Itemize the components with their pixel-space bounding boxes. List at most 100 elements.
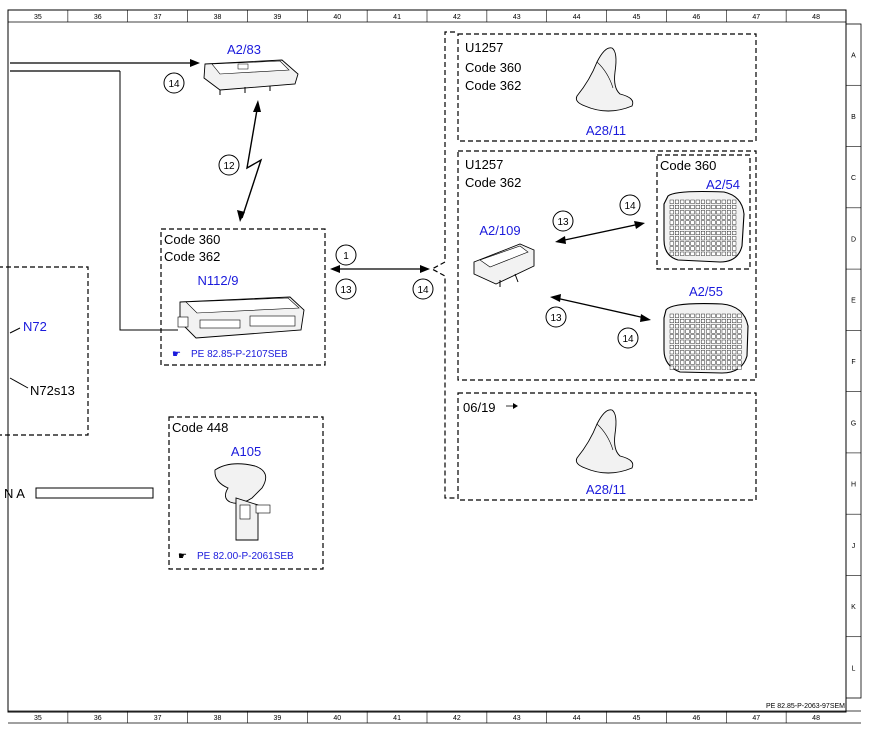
n112-reference-link[interactable]: PE 82.85-P-2107SEB (191, 349, 288, 360)
connector-pin (680, 251, 685, 256)
connector-pin (716, 360, 721, 365)
connector-pin (727, 324, 732, 329)
u1257-top-code-360: Code 360 (465, 60, 521, 75)
connector-pin (680, 324, 685, 329)
connector-pin (727, 339, 732, 344)
connector-pin (721, 246, 726, 251)
connector-pin (701, 246, 706, 251)
a2-83-module-icon (203, 59, 299, 95)
connector-pin (695, 241, 700, 246)
connector-pin (669, 324, 674, 329)
connector-pin (732, 324, 737, 329)
connector-pin (680, 215, 685, 220)
connector-pin (701, 220, 706, 225)
connector-pin (716, 199, 721, 204)
circle-14 (617, 327, 639, 349)
a2-54-module-icon (663, 190, 745, 263)
connector-pin (701, 236, 706, 241)
connector-pin (737, 329, 742, 334)
connector-pin (732, 241, 737, 246)
connector-pin (675, 210, 680, 215)
connector-pin (706, 225, 711, 230)
connector-pin (690, 210, 695, 215)
column-label: 45 (633, 14, 641, 21)
connector-pin (721, 220, 726, 225)
connector-pin (732, 345, 737, 350)
connector-pin (695, 360, 700, 365)
connector-pin (701, 345, 706, 350)
document-code: PE 82.85-P-2063-97SEM (766, 703, 845, 710)
a105-code-448: Code 448 (172, 420, 228, 435)
connector-pin (711, 241, 716, 246)
connector-pin (716, 220, 721, 225)
column-label: 41 (393, 715, 401, 722)
connector-pin (716, 215, 721, 220)
connector-pin (711, 319, 716, 324)
connector-pin (669, 230, 674, 235)
date-label: 06/19 (463, 400, 496, 415)
connector-pin (711, 324, 716, 329)
connector-pin (706, 199, 711, 204)
connector-pin (727, 215, 732, 220)
row-label: G (851, 420, 856, 427)
a105-label: A105 (231, 444, 261, 459)
connector-pin (690, 220, 695, 225)
connector-pin (690, 319, 695, 324)
connector-pin (685, 339, 690, 344)
bottom-variant-box (457, 392, 757, 501)
connector-pin (669, 329, 674, 334)
connector-pin (695, 225, 700, 230)
connector-pin (685, 199, 690, 204)
column-label: 36 (94, 715, 102, 722)
connector-pin (716, 339, 721, 344)
connector-pin (701, 360, 706, 365)
connector-pin (680, 199, 685, 204)
connector-pin (701, 204, 706, 209)
circle-1 (335, 244, 357, 266)
connector-pin (716, 246, 721, 251)
connector-pin (711, 236, 716, 241)
connector-pin (706, 251, 711, 256)
connector-pin (701, 329, 706, 334)
connector-pin (737, 324, 742, 329)
connector-pin (690, 225, 695, 230)
a105-selector-lever-icon (214, 463, 271, 541)
connector-pin (669, 236, 674, 241)
connector-pin (716, 365, 721, 370)
connector-pin (721, 345, 726, 350)
wire-left-na (35, 487, 154, 499)
connector-pin (727, 360, 732, 365)
circle-14 (163, 72, 185, 94)
connector-pin (721, 230, 726, 235)
circle-13 (545, 306, 567, 328)
connector-pin (685, 230, 690, 235)
reference-pointer-icon: ☛ (172, 349, 181, 360)
connector-pin (706, 236, 711, 241)
column-label: 47 (752, 715, 760, 722)
connector-pin (695, 220, 700, 225)
connector-pin (727, 246, 732, 251)
n72-box-partial (0, 266, 89, 436)
connector-pin (732, 339, 737, 344)
column-label: 48 (812, 14, 820, 21)
connector-pin (675, 246, 680, 251)
n112-9-module-icon (177, 296, 305, 339)
connector-pin (669, 345, 674, 350)
connector-pin (727, 365, 732, 370)
n112-code-360: Code 360 (164, 232, 220, 247)
a105-reference-link[interactable]: PE 82.00-P-2061SEB (197, 551, 294, 562)
connector-pin (721, 319, 726, 324)
connector-pin (721, 199, 726, 204)
column-label: 44 (573, 14, 581, 21)
connector-pin (685, 360, 690, 365)
connector-pin (721, 365, 726, 370)
connector-pin (711, 339, 716, 344)
column-label: 42 (453, 14, 461, 21)
a2-55-module-icon (663, 303, 749, 374)
connector-pin (675, 350, 680, 355)
connector-pin (680, 204, 685, 209)
connector-pin (695, 210, 700, 215)
connector-pin (680, 329, 685, 334)
row-label: C (851, 175, 856, 182)
